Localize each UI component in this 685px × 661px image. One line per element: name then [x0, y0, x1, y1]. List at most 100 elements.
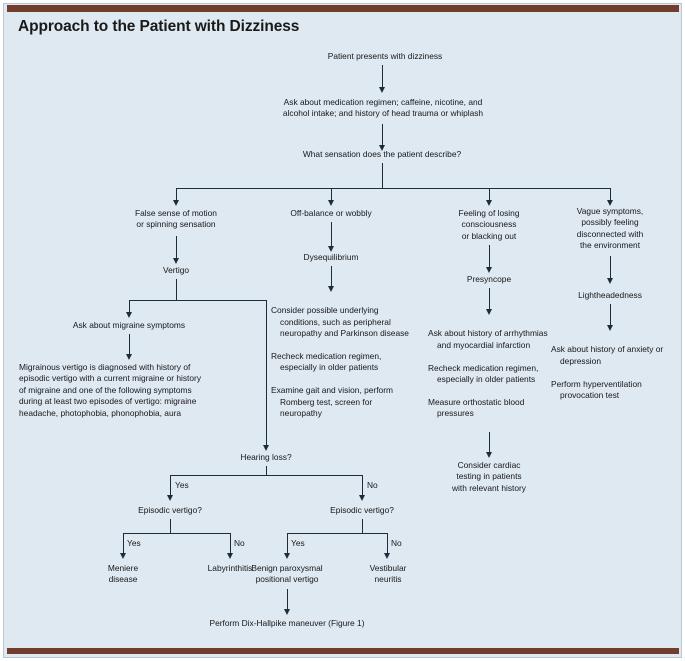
arrowhead-presyncope — [485, 267, 492, 273]
node-start: Patient presents with dizziness — [327, 51, 443, 61]
node-migrainous-vertigo: Migrainous vertigo is diagnosed with his… — [19, 362, 202, 418]
edge-dysequilibrium-to-actions — [331, 266, 332, 288]
node-vertigo: Vertigo — [162, 265, 190, 275]
list-presyncope-actions: Ask about history of arrhythmias and myo… — [428, 317, 548, 431]
edge-left-vertigo-no — [230, 533, 231, 555]
arrowhead-branch4 — [606, 200, 613, 206]
top-accent-rule — [7, 5, 679, 12]
node-episodic-vertigo-right: Episodic vertigo? — [330, 505, 394, 515]
list-lightheadedness-actions: Ask about history of anxiety or depressi… — [551, 333, 675, 413]
figure-panel — [3, 3, 682, 658]
edge-hearing-loss-bus — [170, 475, 362, 476]
edge-vertigo-down — [176, 279, 177, 300]
arrowhead-meniere — [119, 553, 126, 559]
edge-label-left-vertigo-no: No — [234, 538, 245, 548]
arrowhead-dysequilibrium-actions — [327, 286, 334, 292]
arrowhead-lightheadedness — [606, 278, 613, 284]
node-lightheadedness: Lightheadedness — [578, 290, 642, 300]
arrowhead-hearing-yes — [166, 495, 173, 501]
edge-branch3-to-presyncope — [489, 245, 490, 269]
edge-label-right-vertigo-yes: Yes — [291, 538, 305, 548]
edge-split-to-branch4 — [610, 188, 611, 202]
edge-left-vertigo-down — [170, 519, 171, 533]
edge-branch1-to-vertigo — [176, 236, 177, 260]
arrowhead-hearing-no — [358, 495, 365, 501]
edge-vertigo-to-hearing-loss — [266, 300, 267, 447]
edge-presyncope-to-cardiac — [489, 432, 490, 454]
node-branch3-symptom: Feeling of losing consciousness or black… — [458, 208, 520, 241]
edge-right-vertigo-yes — [287, 533, 288, 555]
edge-vertigo-bus — [129, 300, 266, 301]
edge-right-vertigo-bus — [287, 533, 387, 534]
list-dysequilibrium-actions: Consider possible underlying conditions,… — [271, 294, 413, 431]
list-item: Examine gait and vision, perform Romberg… — [271, 385, 393, 419]
arrowhead-dix-hallpike — [283, 609, 290, 615]
edge-right-vertigo-down — [362, 519, 363, 533]
edge-hearing-yes — [170, 475, 171, 497]
list-item: Recheck medication regimen, especially i… — [271, 351, 382, 373]
list-item: Consider possible underlying conditions,… — [271, 305, 409, 339]
arrowhead-vertigo — [172, 258, 179, 264]
list-item: Recheck medication regimen, especially i… — [428, 362, 539, 385]
edge-history-to-sensation — [382, 124, 383, 147]
arrowhead-labyrinthitis — [226, 553, 233, 559]
arrowhead-vestibular-neuritis — [383, 553, 390, 559]
list-item: Measure orthostatic blood pressures — [428, 396, 525, 419]
edge-hearing-loss-down — [266, 466, 267, 475]
arrowhead-presyncope-actions — [485, 309, 492, 315]
edge-left-vertigo-yes — [123, 533, 124, 555]
edge-label-right-vertigo-no: No — [391, 538, 402, 548]
node-labyrinthitis: Labyrinthitis — [207, 563, 253, 573]
edge-branch2-to-dysequilibrium — [331, 222, 332, 248]
list-item: Perform hyperventilation provocation tes… — [551, 378, 642, 401]
arrowhead-migraine-q — [125, 312, 132, 318]
edge-right-vertigo-no — [387, 533, 388, 555]
node-branch4-symptom: Vague symptoms, possibly feeling disconn… — [576, 206, 644, 251]
edge-label-hearing-yes: Yes — [175, 480, 189, 490]
edge-label-left-vertigo-yes: Yes — [127, 538, 141, 548]
edge-hearing-no — [362, 475, 363, 497]
node-cardiac-testing: Consider cardiac testing in patients wit… — [451, 460, 526, 493]
arrowhead-lightheadedness-actions — [606, 325, 613, 331]
node-migraine-question: Ask about migraine symptoms — [72, 320, 186, 330]
arrowhead-migrainous-vertigo — [125, 354, 132, 360]
node-dysequilibrium: Dysequilibrium — [303, 252, 359, 262]
edge-split-to-branch2 — [331, 188, 332, 202]
list-item: Ask about history of anxiety or depressi… — [551, 344, 664, 366]
edge-vertigo-to-migraine-q — [129, 300, 130, 314]
edge-split-bus — [176, 188, 610, 189]
edge-sensation-to-split — [382, 163, 383, 188]
arrowhead-branch1 — [172, 200, 179, 206]
node-branch2-symptom: Off-balance or wobbly — [290, 208, 372, 218]
node-sensation-question: What sensation does the patient describe… — [302, 149, 462, 159]
edge-presyncope-to-actions — [489, 288, 490, 311]
edge-bppv-to-dix-hallpike — [287, 589, 288, 611]
arrowhead-hearing-loss — [262, 445, 269, 451]
edge-start-to-history — [382, 65, 383, 89]
figure-title: Approach to the Patient with Dizziness — [18, 18, 300, 35]
arrowhead-branch2 — [327, 200, 334, 206]
node-meniere-disease: Meniere disease — [107, 563, 139, 585]
arrowhead-history-to-sensation — [378, 145, 385, 151]
edge-lightheadedness-to-actions — [610, 304, 611, 327]
edge-split-to-branch1 — [176, 188, 177, 202]
edge-branch4-to-lightheadedness — [610, 256, 611, 280]
arrowhead-dysequilibrium — [327, 246, 334, 252]
edge-left-vertigo-bus — [123, 533, 230, 534]
bottom-accent-rule — [7, 648, 679, 654]
arrowhead-branch3 — [485, 200, 492, 206]
list-item: Ask about history of arrhythmias and myo… — [428, 328, 548, 350]
edge-migraine-q-to-dx — [129, 334, 130, 356]
edge-split-to-branch3 — [489, 188, 490, 202]
arrowhead-start-to-history — [378, 87, 385, 93]
edge-label-hearing-no: No — [367, 480, 378, 490]
node-presyncope: Presyncope — [466, 274, 512, 284]
arrowhead-bppv — [283, 553, 290, 559]
node-history: Ask about medication regimen; caffeine, … — [282, 97, 484, 119]
node-bppv: Benign paroxysmal positional vertigo — [251, 563, 323, 585]
node-episodic-vertigo-left: Episodic vertigo? — [138, 505, 202, 515]
node-hearing-loss-question: Hearing loss? — [240, 452, 292, 462]
node-vestibular-neuritis: Vestibular neuritis — [369, 563, 407, 585]
node-branch1-symptom: False sense of motion or spinning sensat… — [135, 208, 217, 230]
